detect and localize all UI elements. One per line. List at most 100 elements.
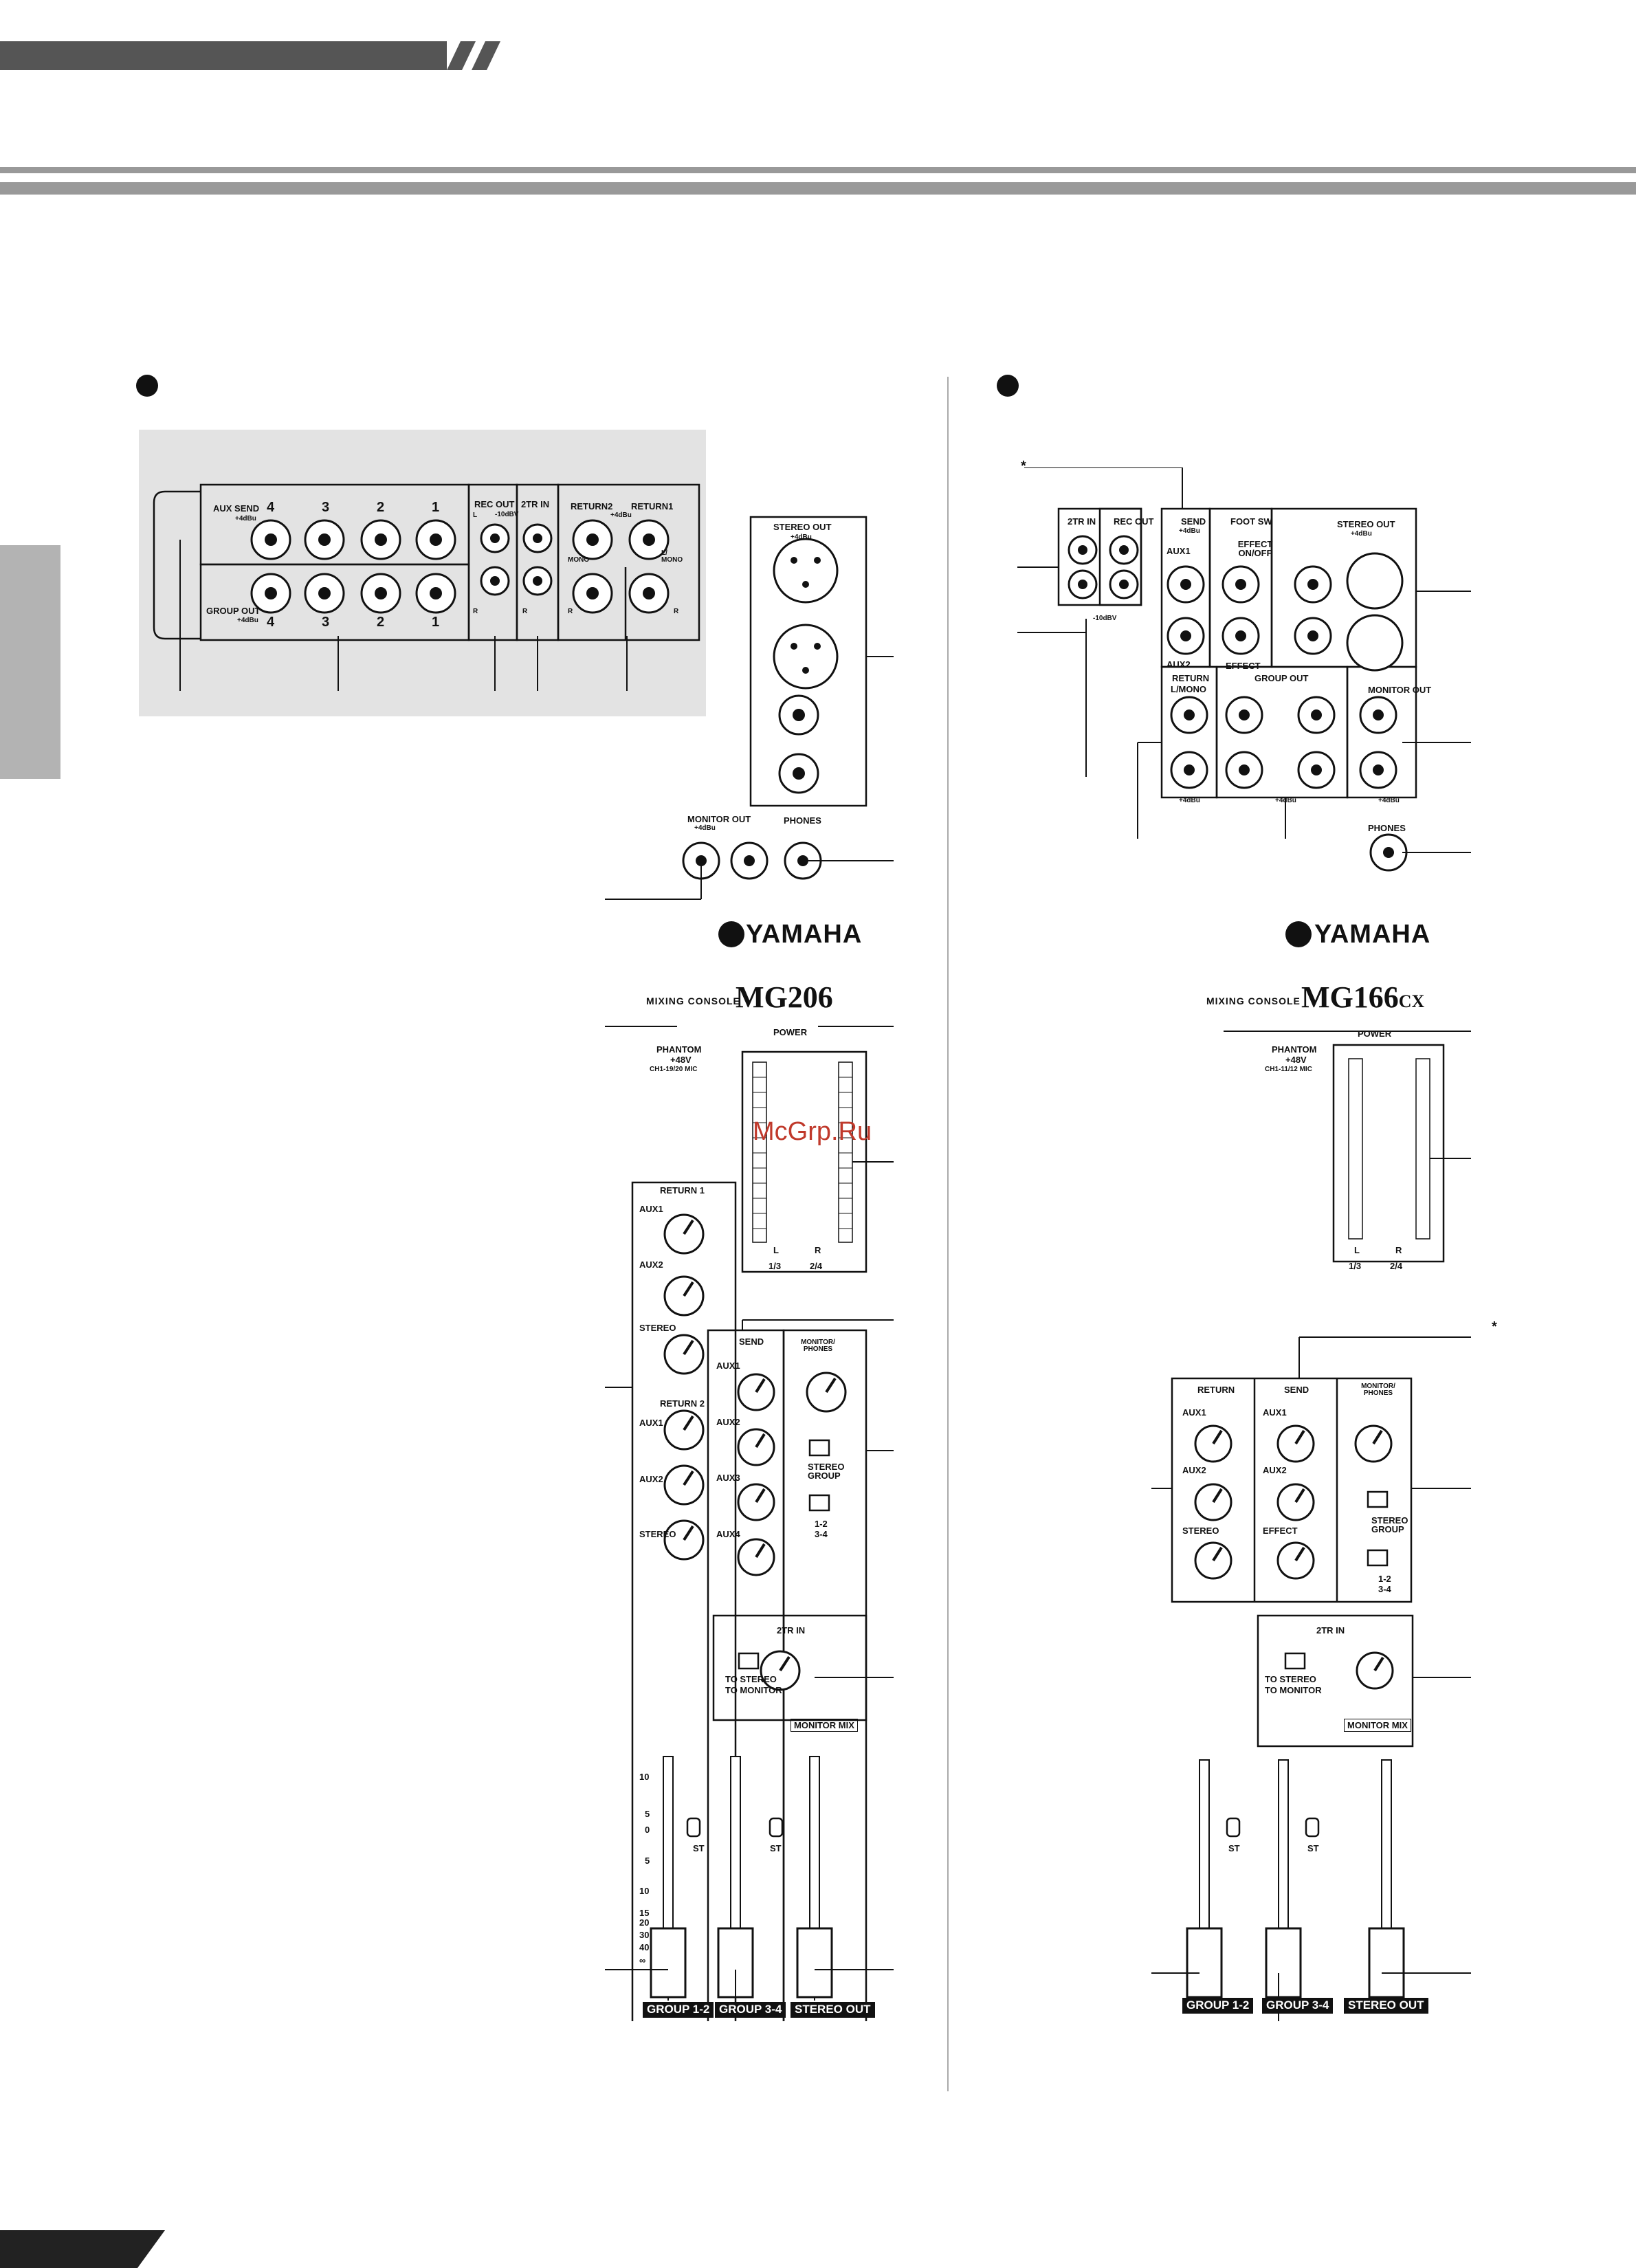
mg206-fader-10: 10 xyxy=(639,1772,650,1782)
header-rule-bottom xyxy=(0,182,1636,195)
rec-out-label: REC OUT xyxy=(474,499,515,509)
mg166cx-group-level: +4dBu xyxy=(1275,797,1296,804)
mg166cx-yamaha-logo: YAMAHA xyxy=(1314,920,1431,949)
mg166cx-2tr-in: 2TR IN xyxy=(1068,516,1096,527)
group-out-jack-3: 3 xyxy=(322,615,330,630)
aux-send-jack-1: 1 xyxy=(432,500,440,515)
mg206-send-aux1: AUX1 xyxy=(716,1361,740,1371)
mg166cx-return-stereo: STEREO xyxy=(1182,1526,1219,1536)
mg166cx-to-stereo: TO STEREO xyxy=(1265,1674,1316,1684)
twotr-in-label: 2TR IN xyxy=(521,499,550,509)
mg206-group-1-2: GROUP 1-2 xyxy=(643,2002,714,2018)
group-out-level: +4dBu xyxy=(237,617,258,624)
aux-send-label: AUX SEND xyxy=(213,503,260,514)
header-stripe xyxy=(0,41,447,70)
mg206-phantom: PHANTOM xyxy=(656,1044,702,1055)
mg206-console-label: MIXING CONSOLE xyxy=(646,995,740,1006)
mg206-2tr-in: 2TR IN xyxy=(777,1625,806,1636)
group-out-jack-1: 1 xyxy=(432,615,440,630)
mg166cx-aux1: AUX1 xyxy=(1167,546,1191,556)
mg206-fader-inf: ∞ xyxy=(639,1955,646,1966)
return-level: +4dBu xyxy=(610,511,632,519)
mg166cx-send-level: +4dBu xyxy=(1179,527,1200,535)
mg166cx-meter-l-sub: 1/3 xyxy=(1349,1261,1362,1271)
rec-out-l: L xyxy=(473,511,478,519)
mg166cx-send-sec: SEND xyxy=(1284,1385,1309,1395)
mg166cx-return-aux1: AUX1 xyxy=(1182,1407,1206,1418)
aux-send-jack-4: 4 xyxy=(267,500,275,515)
section-bullet-mg166cx xyxy=(997,375,1019,397)
mg166cx-monitor-phones: MONITOR/ PHONES xyxy=(1361,1383,1395,1397)
mg166cx-effect-onoff: EFFECT ON/OFF xyxy=(1237,539,1273,558)
mg206-power: POWER xyxy=(773,1027,808,1037)
mg166cx-2tr-in-sec: 2TR IN xyxy=(1316,1625,1345,1636)
mg166cx-model: MG166CX xyxy=(1301,980,1424,1015)
mg206-meter-r-sub: 2/4 xyxy=(810,1261,823,1271)
column-divider xyxy=(947,377,949,2091)
mg206-stereo-out: STEREO OUT xyxy=(773,522,832,532)
side-tab xyxy=(0,545,60,779)
mg166cx-monitor-mix: MONITOR MIX xyxy=(1344,1719,1411,1732)
mg166cx-sel-3-4: 3-4 xyxy=(1378,1584,1391,1594)
return2-label: RETURN2 xyxy=(571,501,613,511)
mg166cx-to-monitor: TO MONITOR xyxy=(1265,1685,1322,1695)
footer-stripe xyxy=(0,2230,165,2268)
mg206-send-aux4: AUX4 xyxy=(716,1529,740,1539)
mg206-to-monitor: TO MONITOR xyxy=(725,1685,782,1695)
aux-send-jack-2: 2 xyxy=(377,500,385,515)
mg166cx-asterisk-top: * xyxy=(1021,459,1026,474)
return1-label: RETURN1 xyxy=(631,501,674,511)
mg206-sel-3-4: 3-4 xyxy=(815,1529,828,1539)
mg206-group-3-4: GROUP 3-4 xyxy=(715,2002,786,2018)
mg206-yamaha-emblem xyxy=(718,921,744,947)
return1-lmono: L/ MONO xyxy=(661,549,683,564)
mg206-return1-stereo: STEREO xyxy=(639,1323,676,1333)
section-bullet-mg206 xyxy=(136,375,158,397)
mg206-monitor-out-level: +4dBu xyxy=(694,824,716,832)
mg166cx-send-aux1: AUX1 xyxy=(1263,1407,1287,1418)
rear-panel-diagram xyxy=(153,483,700,691)
mg206-sel-1-2: 1-2 xyxy=(815,1519,828,1529)
mg166cx-meter-r: R xyxy=(1395,1245,1402,1255)
mg206-stereo-out-fader: STEREO OUT xyxy=(791,2002,875,2018)
mg166cx-send-effect: EFFECT xyxy=(1263,1526,1298,1536)
mg206-phantom-v: +48V xyxy=(670,1055,692,1065)
mg166cx-return-lmono: L/MONO xyxy=(1171,684,1206,694)
mg206-monitor-phones: MONITOR/ PHONES xyxy=(801,1339,835,1353)
mg206-monitor-mix: MONITOR MIX xyxy=(791,1719,858,1732)
mg166cx-phones: PHONES xyxy=(1368,823,1406,833)
mg206-return2-aux1: AUX1 xyxy=(639,1418,663,1428)
group-out-jack-4: 4 xyxy=(267,615,275,630)
mg206-to-stereo: TO STEREO xyxy=(725,1674,777,1684)
mg206-model: MG206 xyxy=(736,980,833,1014)
mg166cx-meter-l: L xyxy=(1354,1245,1360,1255)
mg206-meter-r: R xyxy=(815,1245,821,1255)
mg166cx-return-aux2: AUX2 xyxy=(1182,1465,1206,1475)
return2-mono: MONO xyxy=(568,556,590,564)
mg206-phantom-ch: CH1-19/20 MIC xyxy=(650,1066,698,1073)
mg166cx-foot-sw: FOOT SW xyxy=(1230,516,1272,527)
mg206-send: SEND xyxy=(739,1336,764,1347)
rec-out-level: -10dBV xyxy=(495,511,519,518)
mg166cx-return-level: +4dBu xyxy=(1179,797,1200,804)
mg166cx-st-1: ST xyxy=(1228,1843,1240,1853)
mg166cx-minus10: -10dBV xyxy=(1093,615,1117,622)
mg206-monitor-out: MONITOR OUT xyxy=(687,814,751,824)
mg166cx-effect: EFFECT xyxy=(1226,661,1261,671)
mg166cx-stereo-group: STEREO GROUP xyxy=(1371,1515,1408,1534)
mg206-send-aux2: AUX2 xyxy=(716,1417,740,1427)
mg166cx-group-3-4: GROUP 3-4 xyxy=(1262,1998,1334,2014)
mg206-return1-aux2: AUX2 xyxy=(639,1259,663,1270)
mg166cx-send-aux2: AUX2 xyxy=(1263,1465,1287,1475)
mg166cx-st-2: ST xyxy=(1307,1843,1319,1853)
mg206-return1-aux1: AUX1 xyxy=(639,1204,663,1214)
mg166cx-stereo-out-level: +4dBu xyxy=(1351,530,1372,538)
rec-out-r: R xyxy=(473,608,478,615)
mg166cx-monitor-level: +4dBu xyxy=(1378,797,1400,804)
mg206-fader-20: 20 xyxy=(639,1917,650,1928)
return1-r: R xyxy=(674,608,679,615)
mg166cx-return: RETURN xyxy=(1172,673,1210,683)
group-out-jack-2: 2 xyxy=(377,615,385,630)
mg166cx-yamaha-emblem xyxy=(1285,921,1312,947)
mg206-fader-5: 5 xyxy=(645,1809,650,1819)
